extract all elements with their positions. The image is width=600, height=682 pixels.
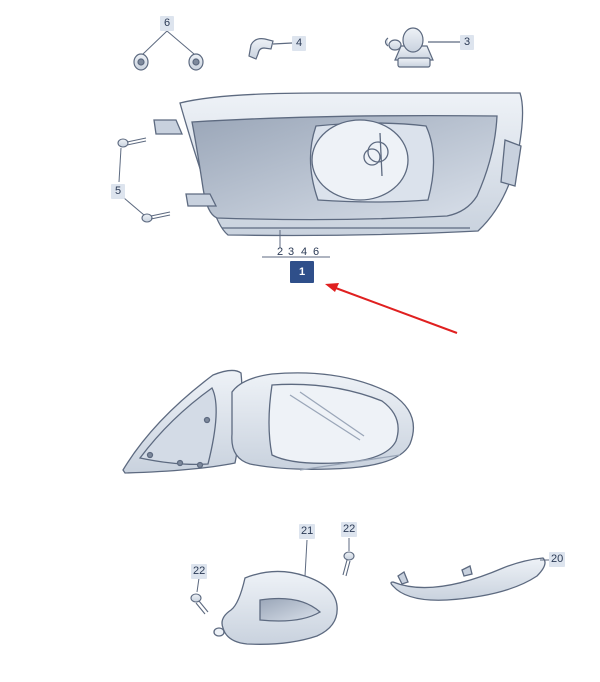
mirror-assembly (122, 369, 415, 474)
assembly-content-item: 6 (313, 246, 320, 258)
callout-5: 5 (111, 184, 125, 199)
elbow-part (248, 38, 293, 60)
assembly-contents: 2 3 4 6 (277, 246, 337, 260)
assembly-content-item: 3 (288, 246, 295, 258)
callout-1: 1 (290, 261, 314, 283)
assembly-content-item: 4 (301, 246, 308, 258)
assembly-bracket (262, 230, 330, 258)
highlight-arrow (325, 283, 458, 334)
callout-4: 4 (292, 36, 306, 51)
screw-part-22b (342, 538, 355, 577)
nut-part-left (133, 53, 149, 71)
screw-part-lower (141, 211, 171, 223)
callout-20: 20 (549, 552, 566, 567)
fog-lamp-assembly (153, 92, 524, 237)
nut-part-right (188, 53, 204, 71)
screw-part-22a (190, 577, 209, 615)
callout-6: 6 (160, 16, 174, 31)
trim-strip-part (390, 557, 549, 601)
screw-part-upper (117, 137, 147, 148)
leader-lines-6 (142, 30, 195, 55)
callout-22-right: 22 (341, 522, 358, 537)
callout-3: 3 (460, 35, 474, 50)
bulb-holder-part (384, 27, 460, 68)
leader-lines-5 (118, 147, 145, 216)
callout-22-left: 22 (191, 564, 208, 579)
callout-21: 21 (299, 524, 316, 539)
mirror-cover-part (213, 539, 338, 645)
assembly-content-item: 2 (277, 246, 284, 258)
